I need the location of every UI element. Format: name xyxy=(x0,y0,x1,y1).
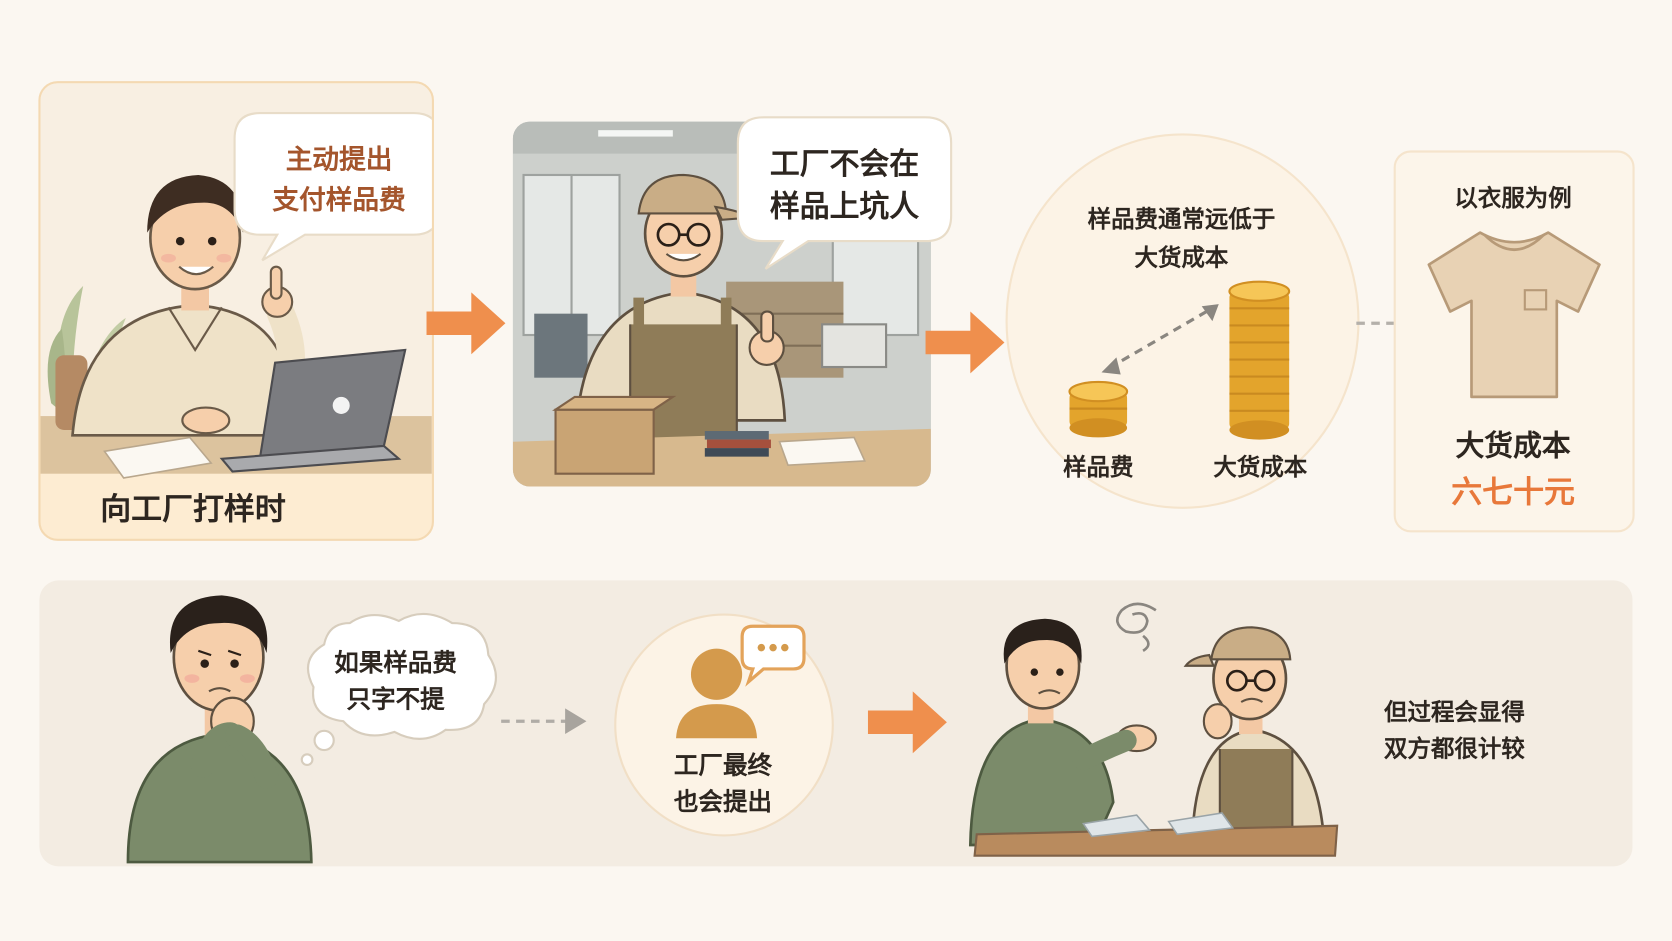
step6-line1: 工厂最终 xyxy=(673,752,773,780)
step1-bubble-line2: 支付样品费 xyxy=(272,184,406,216)
step3-label-sample: 样品费 xyxy=(1063,454,1134,482)
dashed-connector xyxy=(1356,321,1395,325)
step4-value: 六七十元 xyxy=(1451,473,1575,510)
negotiation-illustration xyxy=(968,602,1339,857)
step2-speech-bubble xyxy=(736,116,953,270)
step6-line2: 也会提出 xyxy=(673,788,773,817)
tshirt-icon xyxy=(1427,231,1601,399)
step1-caption: 向工厂打样时 xyxy=(100,490,286,528)
step2-bubble-line1: 工厂不会在 xyxy=(769,146,920,182)
step1-bubble-line1: 主动提出 xyxy=(285,144,393,175)
step7-line1: 但过程会显得 xyxy=(1384,699,1525,727)
step4-title: 以衣服为例 xyxy=(1454,185,1572,213)
arrow-right-icon xyxy=(426,292,506,355)
confusion-swirl-icon xyxy=(1116,602,1157,652)
step4-label: 大货成本 xyxy=(1455,429,1571,464)
step2-bubble-line2: 样品上坑人 xyxy=(769,188,920,225)
step5-bubble-line2: 只字不提 xyxy=(346,686,445,714)
step5-bubble-line1: 如果样品费 xyxy=(334,649,457,678)
arrow-right-icon xyxy=(925,311,1005,374)
worried-person-illustration xyxy=(126,595,313,864)
laptop-icon xyxy=(219,348,407,473)
step1-card: 主动提出 支付样品费 向工厂打样时 xyxy=(38,81,434,541)
step3-title-line2: 大货成本 xyxy=(1134,245,1229,273)
person-icon xyxy=(676,648,758,739)
arrow-right-icon xyxy=(867,691,947,754)
dashed-arrow-icon xyxy=(501,708,587,735)
step1-speech-bubble xyxy=(233,112,432,262)
step3-circle xyxy=(1005,133,1360,509)
step3-label-bulk: 大货成本 xyxy=(1213,454,1308,482)
thought-bubble-icon xyxy=(300,612,497,767)
step1-illustration xyxy=(40,174,432,479)
chat-bubble-icon xyxy=(740,624,806,687)
step7-line2: 双方都很计较 xyxy=(1384,736,1525,763)
coins-icon xyxy=(1068,280,1291,440)
step3-title-line1: 样品费通常远低于 xyxy=(1087,206,1276,234)
